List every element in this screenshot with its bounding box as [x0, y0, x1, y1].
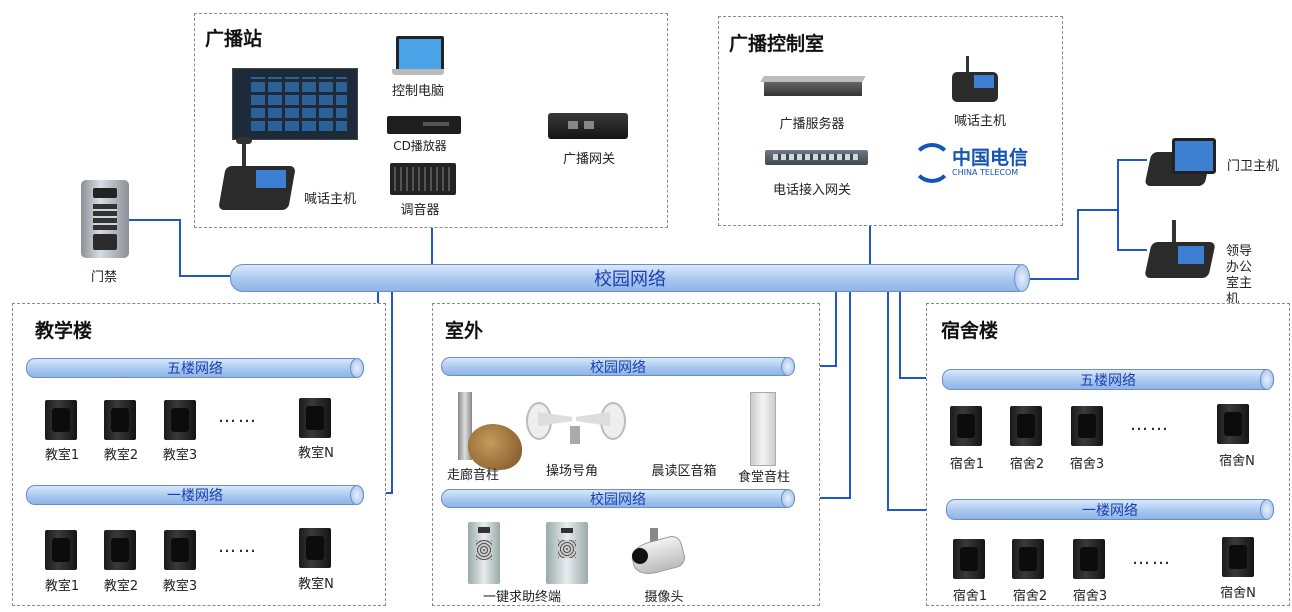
dorm-room-label: 宿舍1	[952, 589, 988, 604]
room-label: 教室N	[298, 577, 334, 592]
line-door-access	[125, 219, 230, 277]
speaker-icon	[45, 400, 77, 440]
speaker-icon	[104, 530, 136, 570]
canteen-column-icon	[750, 392, 776, 466]
speaker-icon	[953, 539, 985, 579]
phone-gateway-label: 电话接入网关	[772, 183, 852, 198]
desktop-intercom-icon	[218, 137, 296, 216]
speaker-icon	[1222, 537, 1254, 577]
horn-label: 操场号角	[545, 464, 599, 479]
control-room-panel: 广播控制室	[718, 16, 1063, 226]
broadcast-software-screen	[232, 68, 358, 140]
teaching-1f-label: 一楼网络	[167, 488, 223, 504]
guard-host-label: 门卫主机	[1226, 159, 1280, 174]
room-label: 教室1	[44, 448, 80, 463]
line-leader-host	[1117, 210, 1147, 251]
speaker-icon	[45, 530, 77, 570]
ellipsis: ……	[218, 536, 258, 557]
mixer-icon	[390, 163, 456, 195]
guard-host-icon	[1144, 134, 1216, 190]
camera-icon	[628, 528, 688, 579]
dorm-1f-label: 一楼网络	[1082, 502, 1138, 519]
speaker-icon	[164, 530, 196, 570]
dorm-room-label: 宿舍3	[1072, 589, 1108, 604]
horn-speaker-icon	[526, 400, 626, 448]
broadcast-station-title: 广播站	[205, 28, 263, 50]
laptop-icon	[392, 36, 444, 76]
campus-network-backbone: 校园网络	[230, 264, 1030, 292]
broadcast-gateway-label: 广播网关	[562, 152, 616, 167]
teaching-1f-network: 一楼网络	[26, 485, 364, 505]
room-label: 教室3	[162, 448, 198, 463]
door-access-panel-icon	[81, 180, 129, 258]
corridor-speaker-label: 走廊音柱	[446, 468, 500, 483]
broadcast-gateway-icon	[548, 113, 628, 139]
speaker-icon	[299, 398, 331, 438]
teaching-building-title: 教学楼	[35, 320, 93, 342]
dorm-building-title: 宿舍楼	[941, 320, 999, 342]
room-label: 教室2	[103, 448, 139, 463]
morning-reading-label: 晨读区音箱	[651, 464, 717, 479]
mixer-label: 调音器	[400, 203, 440, 218]
room-label: 教室3	[162, 579, 198, 594]
speaker-icon	[1217, 404, 1249, 444]
teaching-5f-label: 五楼网络	[167, 361, 223, 377]
dorm-5f-label: 五楼网络	[1080, 372, 1136, 389]
dorm-room-label: 宿舍N	[1220, 586, 1256, 601]
speaker-icon	[1073, 539, 1105, 579]
speaker-icon	[299, 528, 331, 568]
control-pc-label: 控制电脑	[391, 84, 445, 99]
telecom-en-text: CHINA TELECOM	[952, 168, 1019, 177]
outdoor-network-b: 校园网络	[441, 489, 795, 508]
control-room-intercom-icon	[952, 56, 1000, 104]
server-label: 广播服务器	[779, 117, 845, 132]
phone-gateway-icon	[765, 150, 868, 165]
rock-speaker-icon	[468, 424, 522, 470]
ellipsis: ……	[218, 406, 258, 427]
cd-player-label: CD播放器	[393, 139, 447, 153]
room-label: 教室N	[298, 446, 334, 461]
dorm-room-label: 宿舍2	[1012, 589, 1048, 604]
sos-terminal-icon	[546, 522, 588, 584]
leader-host-icon	[1144, 220, 1218, 280]
room-label: 教室1	[44, 579, 80, 594]
control-room-intercom-label: 喊话主机	[953, 114, 1007, 129]
line-guard-host	[1030, 159, 1147, 280]
sos-terminal-icon	[468, 522, 500, 584]
server-icon	[760, 76, 866, 98]
dorm-room-label: 宿舍1	[949, 457, 985, 472]
outdoor-network-b-label: 校园网络	[590, 491, 646, 508]
speaker-icon	[1012, 539, 1044, 579]
speaker-icon	[1071, 406, 1103, 446]
speaker-icon	[164, 400, 196, 440]
speaker-icon	[950, 406, 982, 446]
door-access-label: 门禁	[90, 270, 118, 285]
leader-host-label: 领导办公室主机	[1226, 244, 1253, 307]
control-room-title: 广播控制室	[729, 33, 825, 55]
sos-terminal-label: 一键求助终端	[482, 590, 562, 605]
camera-label: 摄像头	[644, 590, 684, 605]
outdoor-title: 室外	[445, 320, 484, 342]
outdoor-network-a-label: 校园网络	[590, 359, 646, 376]
telecom-cn-text: 中国电信	[952, 147, 1029, 169]
dorm-5f-network: 五楼网络	[942, 369, 1274, 390]
ellipsis: ……	[1132, 548, 1172, 569]
ellipsis: ……	[1130, 414, 1170, 435]
canteen-label: 食堂音柱	[737, 470, 791, 485]
speaker-icon	[1010, 406, 1042, 446]
dorm-1f-network: 一楼网络	[946, 499, 1274, 520]
dorm-room-label: 宿舍2	[1009, 457, 1045, 472]
outdoor-network-a: 校园网络	[441, 357, 795, 376]
dorm-room-label: 宿舍3	[1069, 457, 1105, 472]
campus-network-label: 校园网络	[594, 269, 666, 290]
speaker-icon	[104, 400, 136, 440]
china-telecom-logo: 中国电信 CHINA TELECOM	[912, 143, 1030, 183]
teaching-5f-network: 五楼网络	[26, 358, 364, 378]
cd-player-icon	[387, 116, 461, 134]
room-label: 教室2	[103, 579, 139, 594]
dorm-room-label: 宿舍N	[1219, 454, 1255, 469]
intercom-label: 喊话主机	[303, 192, 357, 207]
